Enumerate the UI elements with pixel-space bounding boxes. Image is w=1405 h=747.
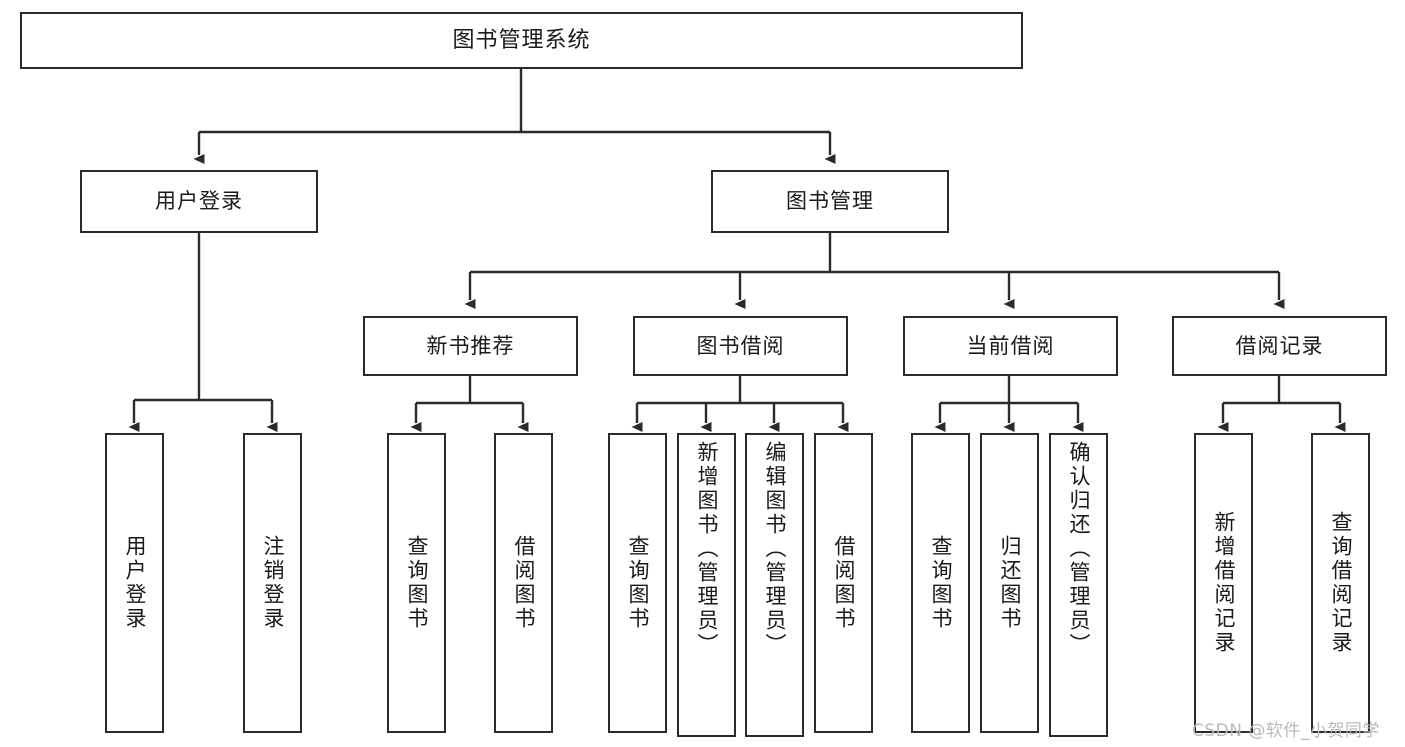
node-label: 新增借阅记录 bbox=[1212, 511, 1236, 655]
node-leaf-borrow-edit-book-admin[interactable]: 编辑图书（管理员） bbox=[745, 433, 804, 737]
node-user-login[interactable]: 用户登录 bbox=[80, 170, 318, 233]
node-leaf-borrow-borrow-book[interactable]: 借阅图书 bbox=[814, 433, 873, 733]
node-label: 归还图书 bbox=[998, 535, 1022, 631]
node-label: 图书管理系统 bbox=[452, 27, 591, 53]
node-label: 查询图书 bbox=[405, 535, 429, 631]
node-leaf-new-book-borrow[interactable]: 借阅图书 bbox=[494, 433, 553, 733]
node-label: 确认归还（管理员） bbox=[1067, 441, 1091, 657]
node-label: 用户登录 bbox=[123, 535, 147, 631]
node-label: 注销登录 bbox=[261, 535, 285, 631]
node-leaf-borrow-add-book-admin[interactable]: 新增图书（管理员） bbox=[677, 433, 736, 737]
node-leaf-current-confirm-return-admin[interactable]: 确认归还（管理员） bbox=[1049, 433, 1108, 737]
node-label: 查询图书 bbox=[626, 535, 650, 631]
node-book-borrowing[interactable]: 图书借阅 bbox=[633, 316, 848, 376]
node-label: 借阅图书 bbox=[832, 535, 856, 631]
node-label: 编辑图书（管理员） bbox=[763, 441, 787, 657]
node-leaf-record-query-record[interactable]: 查询借阅记录 bbox=[1311, 433, 1370, 733]
node-label: 图书管理 bbox=[786, 189, 874, 214]
node-leaf-user-login-login[interactable]: 用户登录 bbox=[105, 433, 164, 733]
node-label: 当前借阅 bbox=[966, 333, 1055, 358]
node-label: 查询图书 bbox=[929, 535, 953, 631]
node-leaf-user-login-logout[interactable]: 注销登录 bbox=[243, 433, 302, 733]
node-book-management[interactable]: 图书管理 bbox=[711, 170, 949, 233]
node-leaf-current-return-book[interactable]: 归还图书 bbox=[980, 433, 1039, 733]
node-label: 借阅图书 bbox=[512, 535, 536, 631]
node-root-book-management-system[interactable]: 图书管理系统 bbox=[20, 12, 1023, 69]
node-new-book-recommendation[interactable]: 新书推荐 bbox=[363, 316, 578, 376]
node-leaf-new-book-query[interactable]: 查询图书 bbox=[387, 433, 446, 733]
node-borrowing-records[interactable]: 借阅记录 bbox=[1172, 316, 1387, 376]
node-label: 借阅记录 bbox=[1235, 333, 1324, 358]
csdn-watermark: CSDN @软件_小贺同学 bbox=[1192, 721, 1380, 741]
node-label: 图书借阅 bbox=[696, 333, 785, 358]
node-leaf-record-add-record[interactable]: 新增借阅记录 bbox=[1194, 433, 1253, 733]
node-label: 查询借阅记录 bbox=[1329, 511, 1353, 655]
node-label: 新增图书（管理员） bbox=[695, 441, 719, 657]
node-leaf-borrow-query-book[interactable]: 查询图书 bbox=[608, 433, 667, 733]
node-current-borrowing[interactable]: 当前借阅 bbox=[903, 316, 1118, 376]
node-label: 新书推荐 bbox=[426, 333, 515, 358]
node-label: 用户登录 bbox=[155, 189, 243, 214]
node-leaf-current-query-book[interactable]: 查询图书 bbox=[911, 433, 970, 733]
